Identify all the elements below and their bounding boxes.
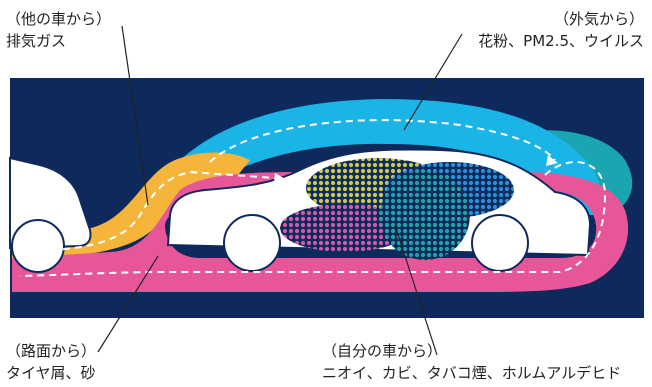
own-car-label: （自分の車から） ニオイ、カビ、タバコ煙、ホルムアルデヒド	[322, 340, 621, 384]
road-label: （路面から） タイヤ屑、砂	[6, 340, 96, 384]
outside-air-title: （外気から）	[553, 10, 644, 28]
left-car-wheel	[11, 219, 65, 273]
outside-air-detail: 花粉、PM2.5、ウイルス	[478, 32, 644, 50]
interior-teal-cloud	[380, 170, 470, 260]
road-title: （路面から）	[6, 342, 97, 360]
own-car-detail: ニオイ、カビ、タバコ煙、ホルムアルデヒド	[322, 364, 622, 382]
road-flow	[12, 172, 629, 292]
own-car-title: （自分の車から）	[322, 342, 443, 360]
road-detail: タイヤ屑、砂	[6, 364, 96, 382]
other-cars-detail: 排気ガス	[6, 32, 67, 50]
other-cars-title: （他の車から）	[6, 10, 112, 28]
flow-arrows	[14, 119, 607, 277]
arrow-head-2	[546, 155, 558, 166]
rear-wheel	[471, 214, 529, 272]
interior-pink-cloud	[280, 204, 410, 252]
arrow-head-1	[274, 173, 285, 184]
front-wheel	[223, 214, 281, 272]
outside-air-label: （外気から） 花粉、PM2.5、ウイルス	[478, 8, 644, 52]
leader-lines	[97, 25, 463, 356]
other-cars-label: （他の車から） 排気ガス	[6, 8, 111, 52]
outside-air-flow	[175, 99, 602, 215]
